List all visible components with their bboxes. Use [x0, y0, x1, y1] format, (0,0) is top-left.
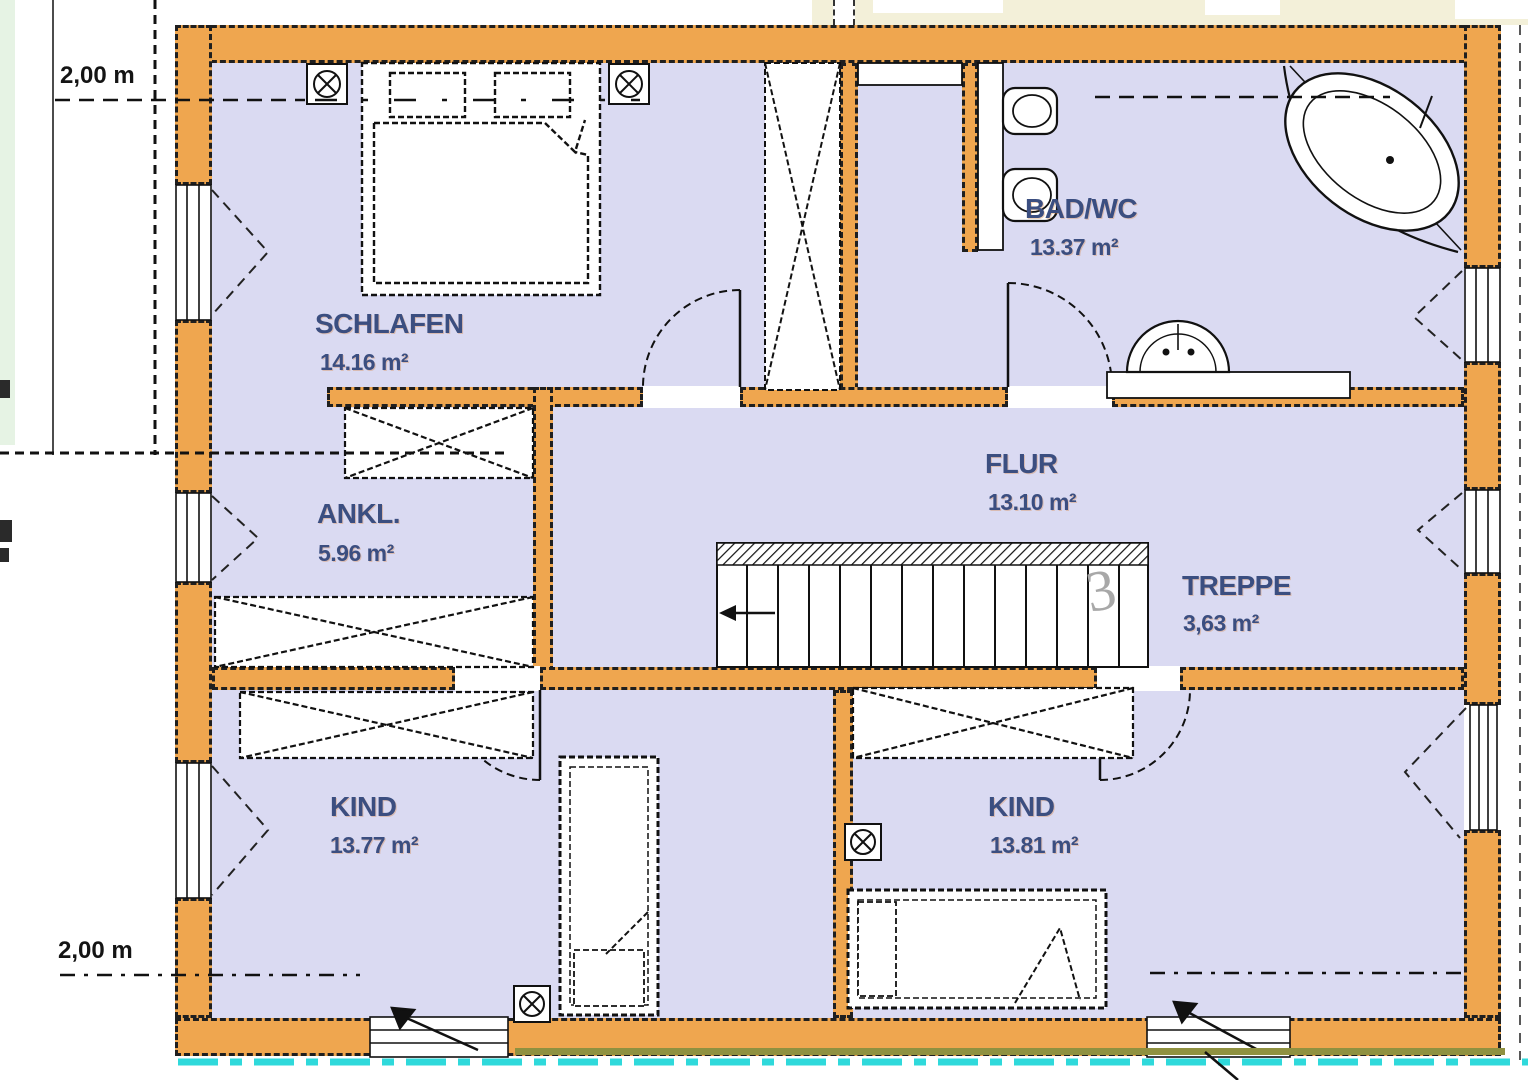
bathroom-fixtures: [857, 62, 1059, 251]
shaft-icon: [764, 62, 841, 391]
room-area-ankl: 5.96 m²: [318, 540, 394, 566]
wall-mid-horizontal: [740, 387, 1008, 407]
wall-outer-left: [175, 320, 212, 493]
room-area-schlafen: 14.16 m²: [320, 349, 409, 375]
room-label-schlafen: SCHLAFEN: [315, 308, 464, 339]
wall-flur-south: [540, 667, 1097, 690]
window-icon: [175, 184, 1501, 1058]
adjacent-area-mint: [0, 0, 15, 445]
wall-outer-right: [1464, 25, 1501, 268]
wall-outer-left: [175, 25, 212, 185]
room-label-kind-left: KIND: [330, 791, 397, 822]
wall-mid-horizontal: [327, 387, 643, 407]
wardrobe-icon: [213, 406, 1135, 760]
single-bed-icon: [558, 755, 660, 1017]
wall-flur-south: [212, 667, 455, 690]
door-thresholds: [455, 386, 1180, 691]
wall-outer-left: [175, 898, 212, 1018]
bathtub-icon: [1282, 65, 1462, 254]
room-label-kind-right: KIND: [988, 791, 1055, 822]
dimension-label-bottom: 2,00 m: [58, 937, 133, 964]
lamp-icon: [306, 63, 882, 1023]
room-label-ankl: ANKL.: [317, 498, 401, 529]
wall-flur-south: [1180, 667, 1464, 690]
room-area-bad-wc: 13.37 m²: [1030, 234, 1119, 260]
room-area-kind-right: 13.81 m²: [990, 832, 1079, 858]
room-label-treppe: TREPPE: [1182, 570, 1292, 601]
wall-outer-right: [1464, 830, 1501, 1018]
wall-continuation-gap: [833, 0, 855, 25]
dimension-label-top: 2,00 m: [60, 62, 135, 89]
stairs-icon: 3: [716, 542, 1149, 668]
room-label-bad-wc: BAD/WC: [1025, 193, 1138, 224]
site-lines: [178, 1048, 1528, 1080]
dimension-line: [0, 0, 1521, 1060]
adjacent-room-notch: [1455, 0, 1528, 19]
single-bed-icon: [846, 888, 1108, 1010]
room-area-treppe: 3,63 m²: [1183, 610, 1259, 636]
room-area-kind-left: 13.77 m²: [330, 832, 419, 858]
washbasin-icon: [1106, 319, 1351, 399]
wall-outer-right: [1464, 362, 1501, 490]
adjacent-room-notch: [873, 0, 1003, 13]
wall-outer-right: [1464, 573, 1501, 705]
room-label-flur: FLUR: [985, 448, 1058, 479]
wall-outer-top: [175, 25, 1501, 63]
double-bed-icon: [360, 61, 602, 297]
wall-bad-partition: [962, 63, 978, 252]
window-arrow-icon: [390, 1000, 1259, 1052]
window-swing-icon: [211, 189, 1467, 896]
adjacent-room-notch: [1205, 0, 1280, 15]
wall-outer-left: [175, 582, 212, 763]
edge-marks: [0, 380, 12, 562]
room-area-flur: 13.10 m²: [988, 489, 1077, 515]
